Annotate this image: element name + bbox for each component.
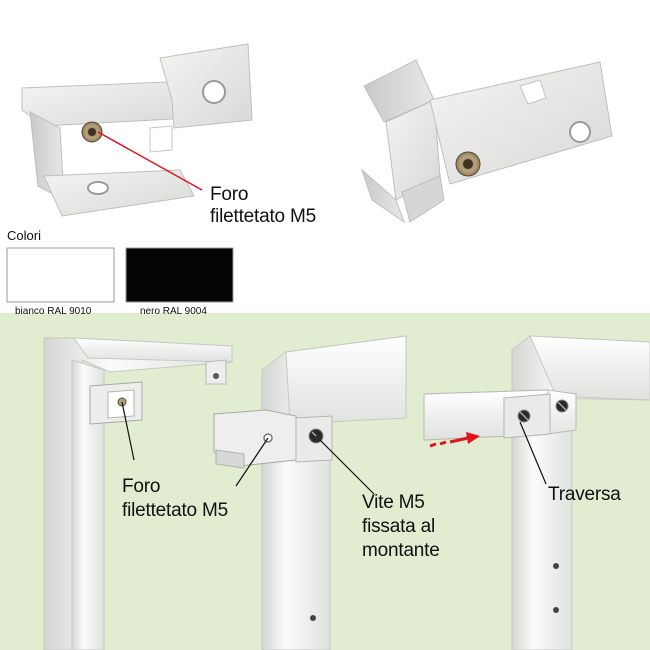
bracket-left-image [21,43,253,217]
colors-title: Colori [7,228,41,243]
screw-label-line1: Vite M5 [362,492,425,513]
swatch-black [125,247,234,303]
screw-label-line3: montante [362,540,440,561]
red-arrow-icon [429,432,480,448]
assembly-panel-1 [43,337,233,650]
assembly-panel-3 [423,335,650,650]
bottom-hole-label-line1: Foro [122,476,161,497]
screw-label-line2: fissata al [362,516,435,537]
top-hole-label-line2: filettetato M5 [210,206,316,227]
swatch-black-label: nero RAL 9004 [140,306,207,317]
swatch-white [6,247,115,303]
bracket-right-image [360,59,613,224]
assembly-panel-2 [213,335,407,650]
top-hole-label-line1: Foro [210,184,249,205]
crossbar-arrow-line [519,421,547,485]
hole-arrow-line [121,401,135,461]
bottom-hole-label-line2: filettetato M5 [122,500,228,521]
crossbar-label: Traversa [548,484,621,505]
swatch-white-label: bianco RAL 9010 [15,306,92,317]
top-arrow-line [97,131,203,191]
screw-arrow-line [315,435,375,495]
hole-arrow-line-2 [235,437,269,487]
